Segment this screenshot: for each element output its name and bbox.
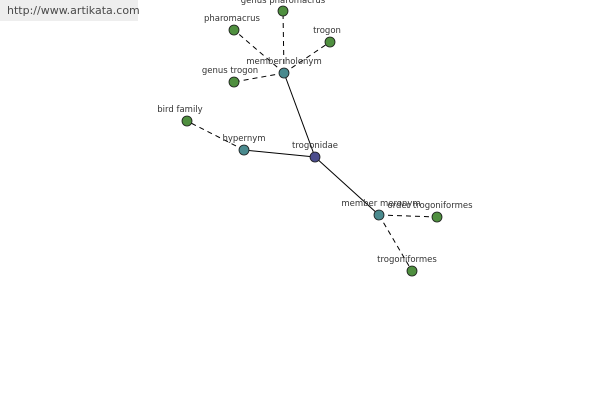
source-url[interactable]: http://www.artikata.com — [0, 0, 140, 21]
node-trogoniformes[interactable] — [406, 265, 418, 277]
node-genus-trogon[interactable] — [228, 76, 240, 88]
node-pharomacrus[interactable] — [228, 24, 240, 36]
node-genus-pharomacrus[interactable] — [277, 5, 289, 17]
edge-trogonidae-to-member-meronym — [314, 156, 380, 216]
node-order-trogoniformes[interactable] — [431, 211, 443, 223]
node-label-trogoniformes[interactable]: trogoniformes — [377, 255, 437, 265]
node-label-bird-family[interactable]: bird family — [157, 105, 202, 115]
edge-member-holonym-to-genus-pharomacrus — [282, 10, 285, 74]
edge-member-meronym-to-trogoniformes — [378, 214, 413, 272]
graph-edges — [186, 10, 438, 272]
node-label-member-meronym[interactable]: member meronym — [341, 199, 420, 209]
node-hypernym[interactable] — [238, 144, 250, 156]
graph-labels: trogonidae hypernym member holonym member m… — [157, 0, 473, 265]
edge-hypernym-to-bird-family — [186, 120, 245, 151]
node-trogon[interactable] — [324, 36, 336, 48]
node-label-genus-trogon[interactable]: genus trogon — [202, 66, 258, 76]
node-label-trogonidae[interactable]: trogonidae — [292, 141, 338, 151]
node-label-pharomacrus[interactable]: pharomacrus — [204, 14, 261, 24]
node-label-order-trogoniformes[interactable]: order trogoniformes — [387, 201, 473, 211]
graph-nodes — [181, 5, 443, 277]
node-label-member-holonym[interactable]: member holonym — [246, 57, 321, 67]
edge-trogonidae-to-hypernym — [243, 149, 316, 158]
edge-member-meronym-to-order-trogoniformes — [378, 214, 438, 218]
node-trogonidae[interactable] — [309, 151, 321, 163]
edge-member-holonym-to-pharomacrus — [233, 29, 285, 74]
edge-trogonidae-to-member-holonym — [283, 72, 316, 158]
node-bird-family[interactable] — [181, 115, 193, 127]
node-member-holonym[interactable] — [278, 67, 290, 79]
node-member-meronym[interactable] — [373, 209, 385, 221]
edge-member-holonym-to-trogon — [283, 41, 331, 74]
node-label-genus-pharomacrus[interactable]: genus pharomacrus — [241, 0, 326, 6]
node-label-hypernym[interactable]: hypernym — [222, 134, 265, 144]
node-label-trogon[interactable]: trogon — [313, 26, 341, 36]
